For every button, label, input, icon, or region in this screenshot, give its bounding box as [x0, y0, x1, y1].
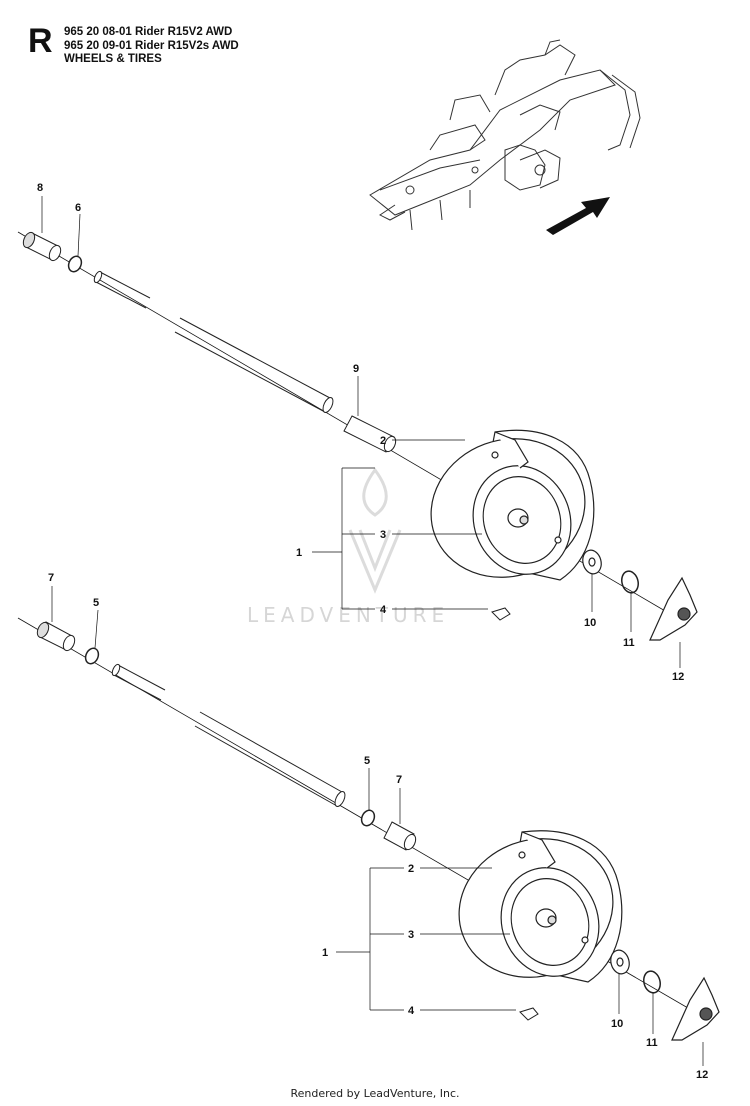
- callout-5-lower-left: 5: [93, 597, 99, 609]
- callout-9-upper: 9: [353, 363, 359, 375]
- washer-5-right: [360, 809, 376, 827]
- hub-cap-12-lower: [671, 976, 720, 1041]
- callout-10-lower: 10: [611, 1018, 623, 1030]
- callout-8-upper: 8: [37, 182, 43, 194]
- section-letter: R: [28, 22, 53, 60]
- callout-4-lower: 4: [408, 1005, 415, 1017]
- callout-1-upper: 1: [296, 547, 302, 559]
- callout-11-upper: 11: [623, 637, 635, 649]
- lower-wheel: [458, 830, 623, 983]
- callout-7-lower-right: 7: [396, 774, 402, 786]
- callout-3-lower: 3: [408, 929, 414, 941]
- callout-12-lower: 12: [696, 1069, 708, 1081]
- callout-10-upper: 10: [584, 617, 596, 629]
- callout-7-lower-left: 7: [48, 572, 54, 584]
- callout-3-upper: 3: [380, 529, 386, 541]
- callout-2-lower: 2: [408, 863, 414, 875]
- washer-10-upper: [582, 549, 602, 575]
- callout-2-upper: 2: [380, 435, 386, 447]
- tractor-frame-illustration: [369, 39, 641, 231]
- bushing-8: [22, 231, 62, 262]
- upper-axle-shaft: [93, 270, 334, 413]
- footer-credit: Rendered by LeadVenture, Inc.: [290, 1087, 460, 1100]
- lower-leader-lines: [51, 586, 704, 1066]
- valve-stem-4-upper: [491, 607, 511, 621]
- upper-leader-lines: [41, 196, 681, 668]
- washer-10-lower: [610, 949, 630, 975]
- lower-axle-shaft: [111, 663, 346, 807]
- diagram-title: WHEELS & TIRES: [64, 53, 162, 65]
- bushing-7-left: [36, 621, 76, 652]
- clip-11-upper: [621, 570, 639, 594]
- hub-cap-12-upper: [649, 576, 698, 641]
- callout-5-lower-right: 5: [364, 755, 370, 767]
- lower-assembly: 7 5 5 7 2 3 1 4 10 11 12: [17, 572, 720, 1081]
- model-line-1: 965 20 08-01 Rider R15V2 AWD: [64, 26, 233, 38]
- clip-11-lower: [643, 970, 661, 994]
- model-line-2: 965 20 09-01 Rider R15V2s AWD: [64, 40, 239, 52]
- upper-wheel: [430, 429, 595, 581]
- callout-11-lower: 11: [646, 1037, 658, 1049]
- location-arrow: [546, 197, 610, 235]
- callout-1-lower: 1: [322, 947, 328, 959]
- valve-stem-4-lower: [519, 1007, 539, 1021]
- callout-4-upper: 4: [380, 604, 387, 616]
- washer-5-left: [84, 647, 100, 665]
- washer-6: [67, 255, 83, 273]
- bushing-9: [343, 415, 397, 453]
- callout-12-upper: 12: [672, 671, 684, 683]
- callout-6-upper: 6: [75, 202, 81, 214]
- bushing-7-right: [383, 821, 417, 851]
- watermark-logo: [348, 467, 402, 594]
- watermark: LEADVENTURE: [247, 467, 449, 627]
- watermark-text: LEADVENTURE: [247, 603, 449, 627]
- upper-assembly: 8 6 9 2 3 1 4 10 11 12: [17, 182, 698, 683]
